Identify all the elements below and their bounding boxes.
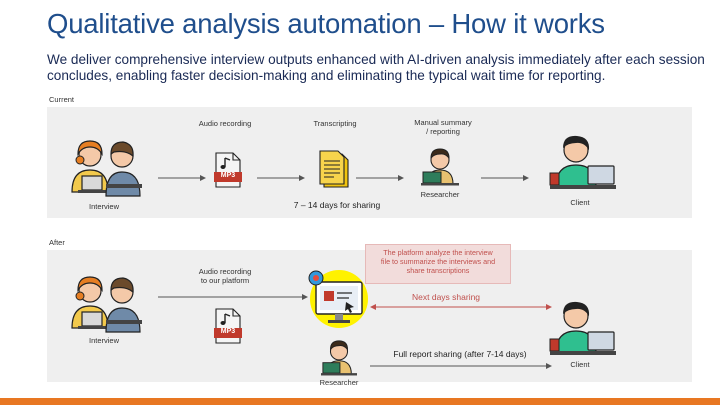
next-days-arrow <box>370 304 552 310</box>
after-client-icon <box>549 301 616 355</box>
current-arrow-2 <box>257 175 305 181</box>
current-mp3-text: MP3 <box>220 172 236 179</box>
current-interview-label: Interview <box>88 202 119 211</box>
current-mp3-file-icon <box>214 152 242 188</box>
current-panel <box>47 107 692 218</box>
current-arrow-4 <box>481 175 529 181</box>
interview-people-icon <box>71 140 142 197</box>
next-days-note: Next days sharing <box>412 292 481 302</box>
after-mp3-file-icon <box>214 308 242 344</box>
bottom-accent-bar <box>0 398 720 405</box>
current-arrow-3 <box>356 175 404 181</box>
current-audio-label: Audio recording <box>198 119 252 128</box>
current-days-note: 7 – 14 days for sharing <box>293 200 381 210</box>
after-arrow-to-platform <box>158 294 308 300</box>
current-transcripting-label: Transcripting <box>313 119 357 128</box>
after-interview-people-icon <box>71 276 142 333</box>
after-section-label: After <box>49 238 65 247</box>
slide-subtitle: We deliver comprehensive interview outpu… <box>47 52 705 83</box>
ai-platform-monitor-icon <box>308 270 368 328</box>
after-client-label: Client <box>570 360 590 369</box>
full-report-arrow <box>370 363 552 369</box>
full-report-note: Full report sharing (after 7-14 days) <box>393 349 527 359</box>
after-researcher-icon <box>321 340 357 376</box>
current-researcher-label: Researcher <box>420 190 460 199</box>
current-client-icon <box>549 135 616 189</box>
transcript-document-icon <box>319 150 349 188</box>
after-audio-label: Audio recording to our platform <box>198 267 252 285</box>
after-interview-label: Interview <box>88 336 119 345</box>
current-manual-label: Manual summary / reporting <box>414 118 472 136</box>
platform-callout: The platform analyze the interview file … <box>365 244 511 284</box>
current-arrow-1 <box>158 175 206 181</box>
after-researcher-label: Researcher <box>319 378 359 387</box>
current-section-label: Current <box>49 95 75 104</box>
slide-title: Qualitative analysis automation – How it… <box>47 8 605 39</box>
after-mp3-text: MP3 <box>220 328 236 335</box>
current-client-label: Client <box>570 198 590 207</box>
current-researcher-icon <box>421 148 459 186</box>
